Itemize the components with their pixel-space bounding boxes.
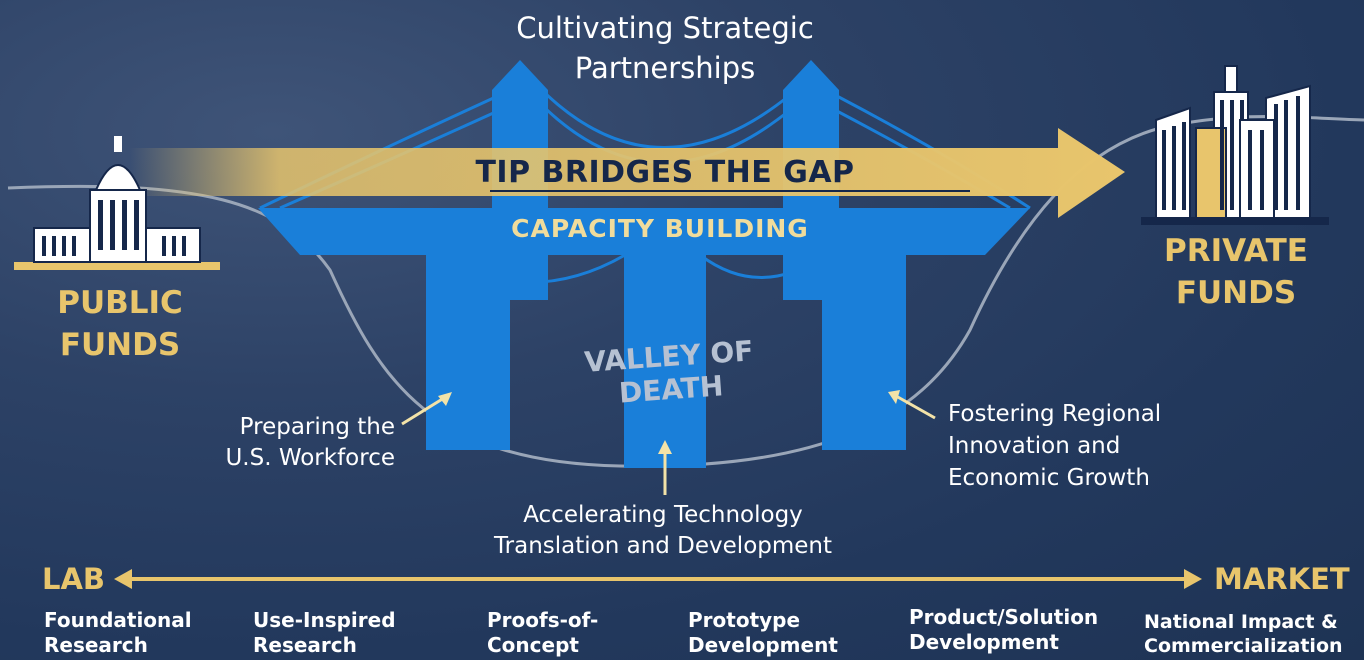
stage-prototype-development: Prototype Development <box>688 608 838 658</box>
stage-line-2: Development <box>688 633 838 657</box>
workforce-line-2: U.S. Workforce <box>225 445 395 471</box>
private-funds-line-1: PRIVATE <box>1164 233 1308 269</box>
stage-line-1: Prototype <box>688 608 801 632</box>
market-label: MARKET <box>1214 562 1350 596</box>
stage-line-2: Commercialization <box>1144 635 1343 657</box>
stage-line-1: Use-Inspired <box>253 608 396 632</box>
stage-product-solution-development: Product/Solution Development <box>909 605 1098 655</box>
workforce-line-1: Preparing the <box>239 414 395 440</box>
stage-line-1: Foundational <box>44 608 192 632</box>
pointer-arrows <box>401 390 936 495</box>
private-funds-label: PRIVATE FUNDS <box>1146 230 1326 314</box>
public-funds-label: PUBLIC FUNDS <box>30 282 210 366</box>
acceleration-line-1: Accelerating Technology <box>523 502 803 528</box>
title-line-1: Cultivating Strategic <box>516 11 814 45</box>
regional-line-3: Economic Growth <box>948 465 1150 491</box>
lab-market-arrow <box>114 569 1202 589</box>
banner-text: TIP BRIDGES THE GAP <box>475 155 855 190</box>
stage-national-impact-commercialization: National Impact & Commercialization <box>1144 610 1343 658</box>
tip-arrow <box>130 128 1125 218</box>
public-funds-line-2: FUNDS <box>59 327 181 363</box>
workforce-label: Preparing the U.S. Workforce <box>180 412 395 474</box>
title: Cultivating Strategic Partnerships <box>480 8 850 88</box>
public-funds-line-1: PUBLIC <box>57 285 183 321</box>
bridge-deck <box>258 208 1030 255</box>
regional-label: Fostering Regional Innovation and Econom… <box>948 398 1228 494</box>
banner-underline <box>490 190 970 192</box>
stage-line-1: Product/Solution <box>909 605 1099 629</box>
regional-line-2: Innovation and <box>948 433 1121 459</box>
stage-proofs-of-concept: Proofs-of- Concept <box>487 608 598 658</box>
stage-line-1: National Impact & <box>1144 611 1338 633</box>
capacity-building-label: CAPACITY BUILDING <box>511 214 809 243</box>
stage-line-2: Research <box>253 633 357 657</box>
city-buildings-icon <box>1141 65 1329 225</box>
stage-line-2: Concept <box>487 633 579 657</box>
stage-use-inspired-research: Use-Inspired Research <box>253 608 396 658</box>
lab-label: LAB <box>42 562 106 596</box>
capitol-building-icon <box>14 136 220 270</box>
acceleration-line-2: Translation and Development <box>493 533 833 559</box>
stage-line-2: Development <box>909 630 1059 654</box>
private-funds-line-2: FUNDS <box>1175 275 1297 311</box>
acceleration-label: Accelerating Technology Translation and … <box>448 500 878 562</box>
title-line-2: Partnerships <box>574 51 756 85</box>
stage-line-1: Proofs-of- <box>487 608 599 632</box>
stage-foundational-research: Foundational Research <box>44 608 192 658</box>
regional-line-1: Fostering Regional <box>948 401 1162 427</box>
stage-line-2: Research <box>44 633 148 657</box>
bridge-towers <box>426 60 906 468</box>
